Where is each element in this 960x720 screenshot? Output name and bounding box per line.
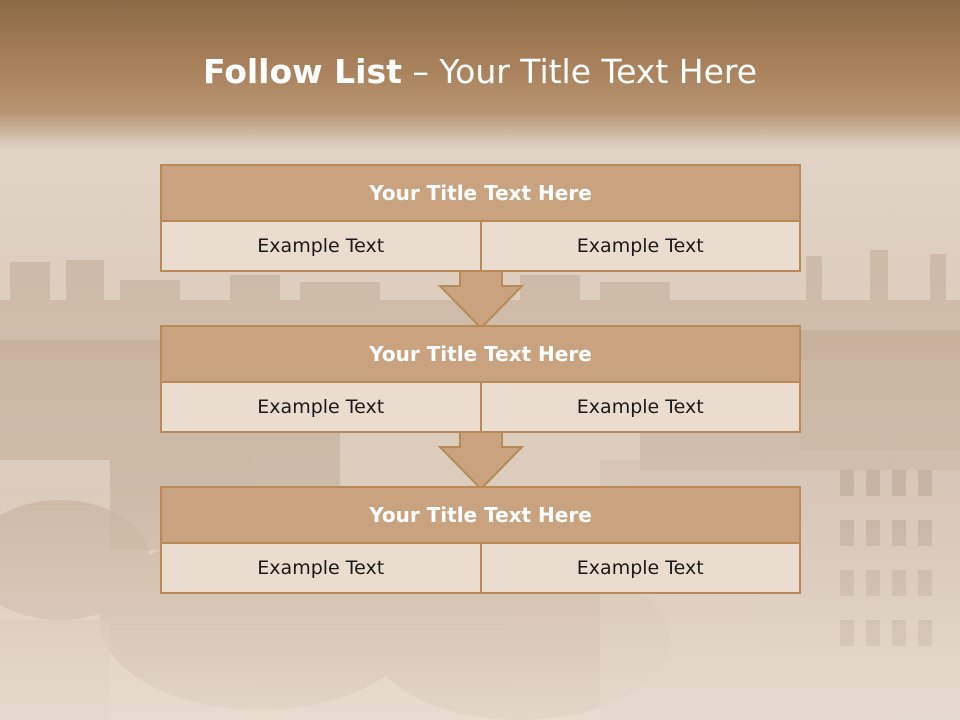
step-block-1: Your Title Text Here Example Text Exampl… [160, 164, 801, 272]
slide-title: Follow List – Your Title Text Here [0, 52, 960, 91]
slide-title-rest: – Your Title Text Here [401, 52, 758, 91]
slide-title-bold: Follow List [202, 52, 402, 91]
down-arrow-icon [438, 431, 524, 491]
step-row-2: Example Text Example Text [160, 383, 801, 433]
step-block-2: Your Title Text Here Example Text Exampl… [160, 325, 801, 433]
step-1-left-cell: Example Text [162, 222, 480, 270]
step-2-left-cell: Example Text [162, 383, 480, 431]
step-row-1: Example Text Example Text [160, 222, 801, 272]
header-band [0, 0, 960, 150]
step-3-left-cell: Example Text [162, 544, 480, 592]
down-arrow-icon [438, 270, 524, 330]
step-title-3: Your Title Text Here [160, 486, 801, 544]
step-title-2: Your Title Text Here [160, 325, 801, 383]
step-row-3: Example Text Example Text [160, 544, 801, 594]
step-2-right-cell: Example Text [479, 383, 799, 431]
step-3-right-cell: Example Text [479, 544, 799, 592]
step-1-right-cell: Example Text [479, 222, 799, 270]
step-block-3: Your Title Text Here Example Text Exampl… [160, 486, 801, 594]
step-title-1: Your Title Text Here [160, 164, 801, 222]
